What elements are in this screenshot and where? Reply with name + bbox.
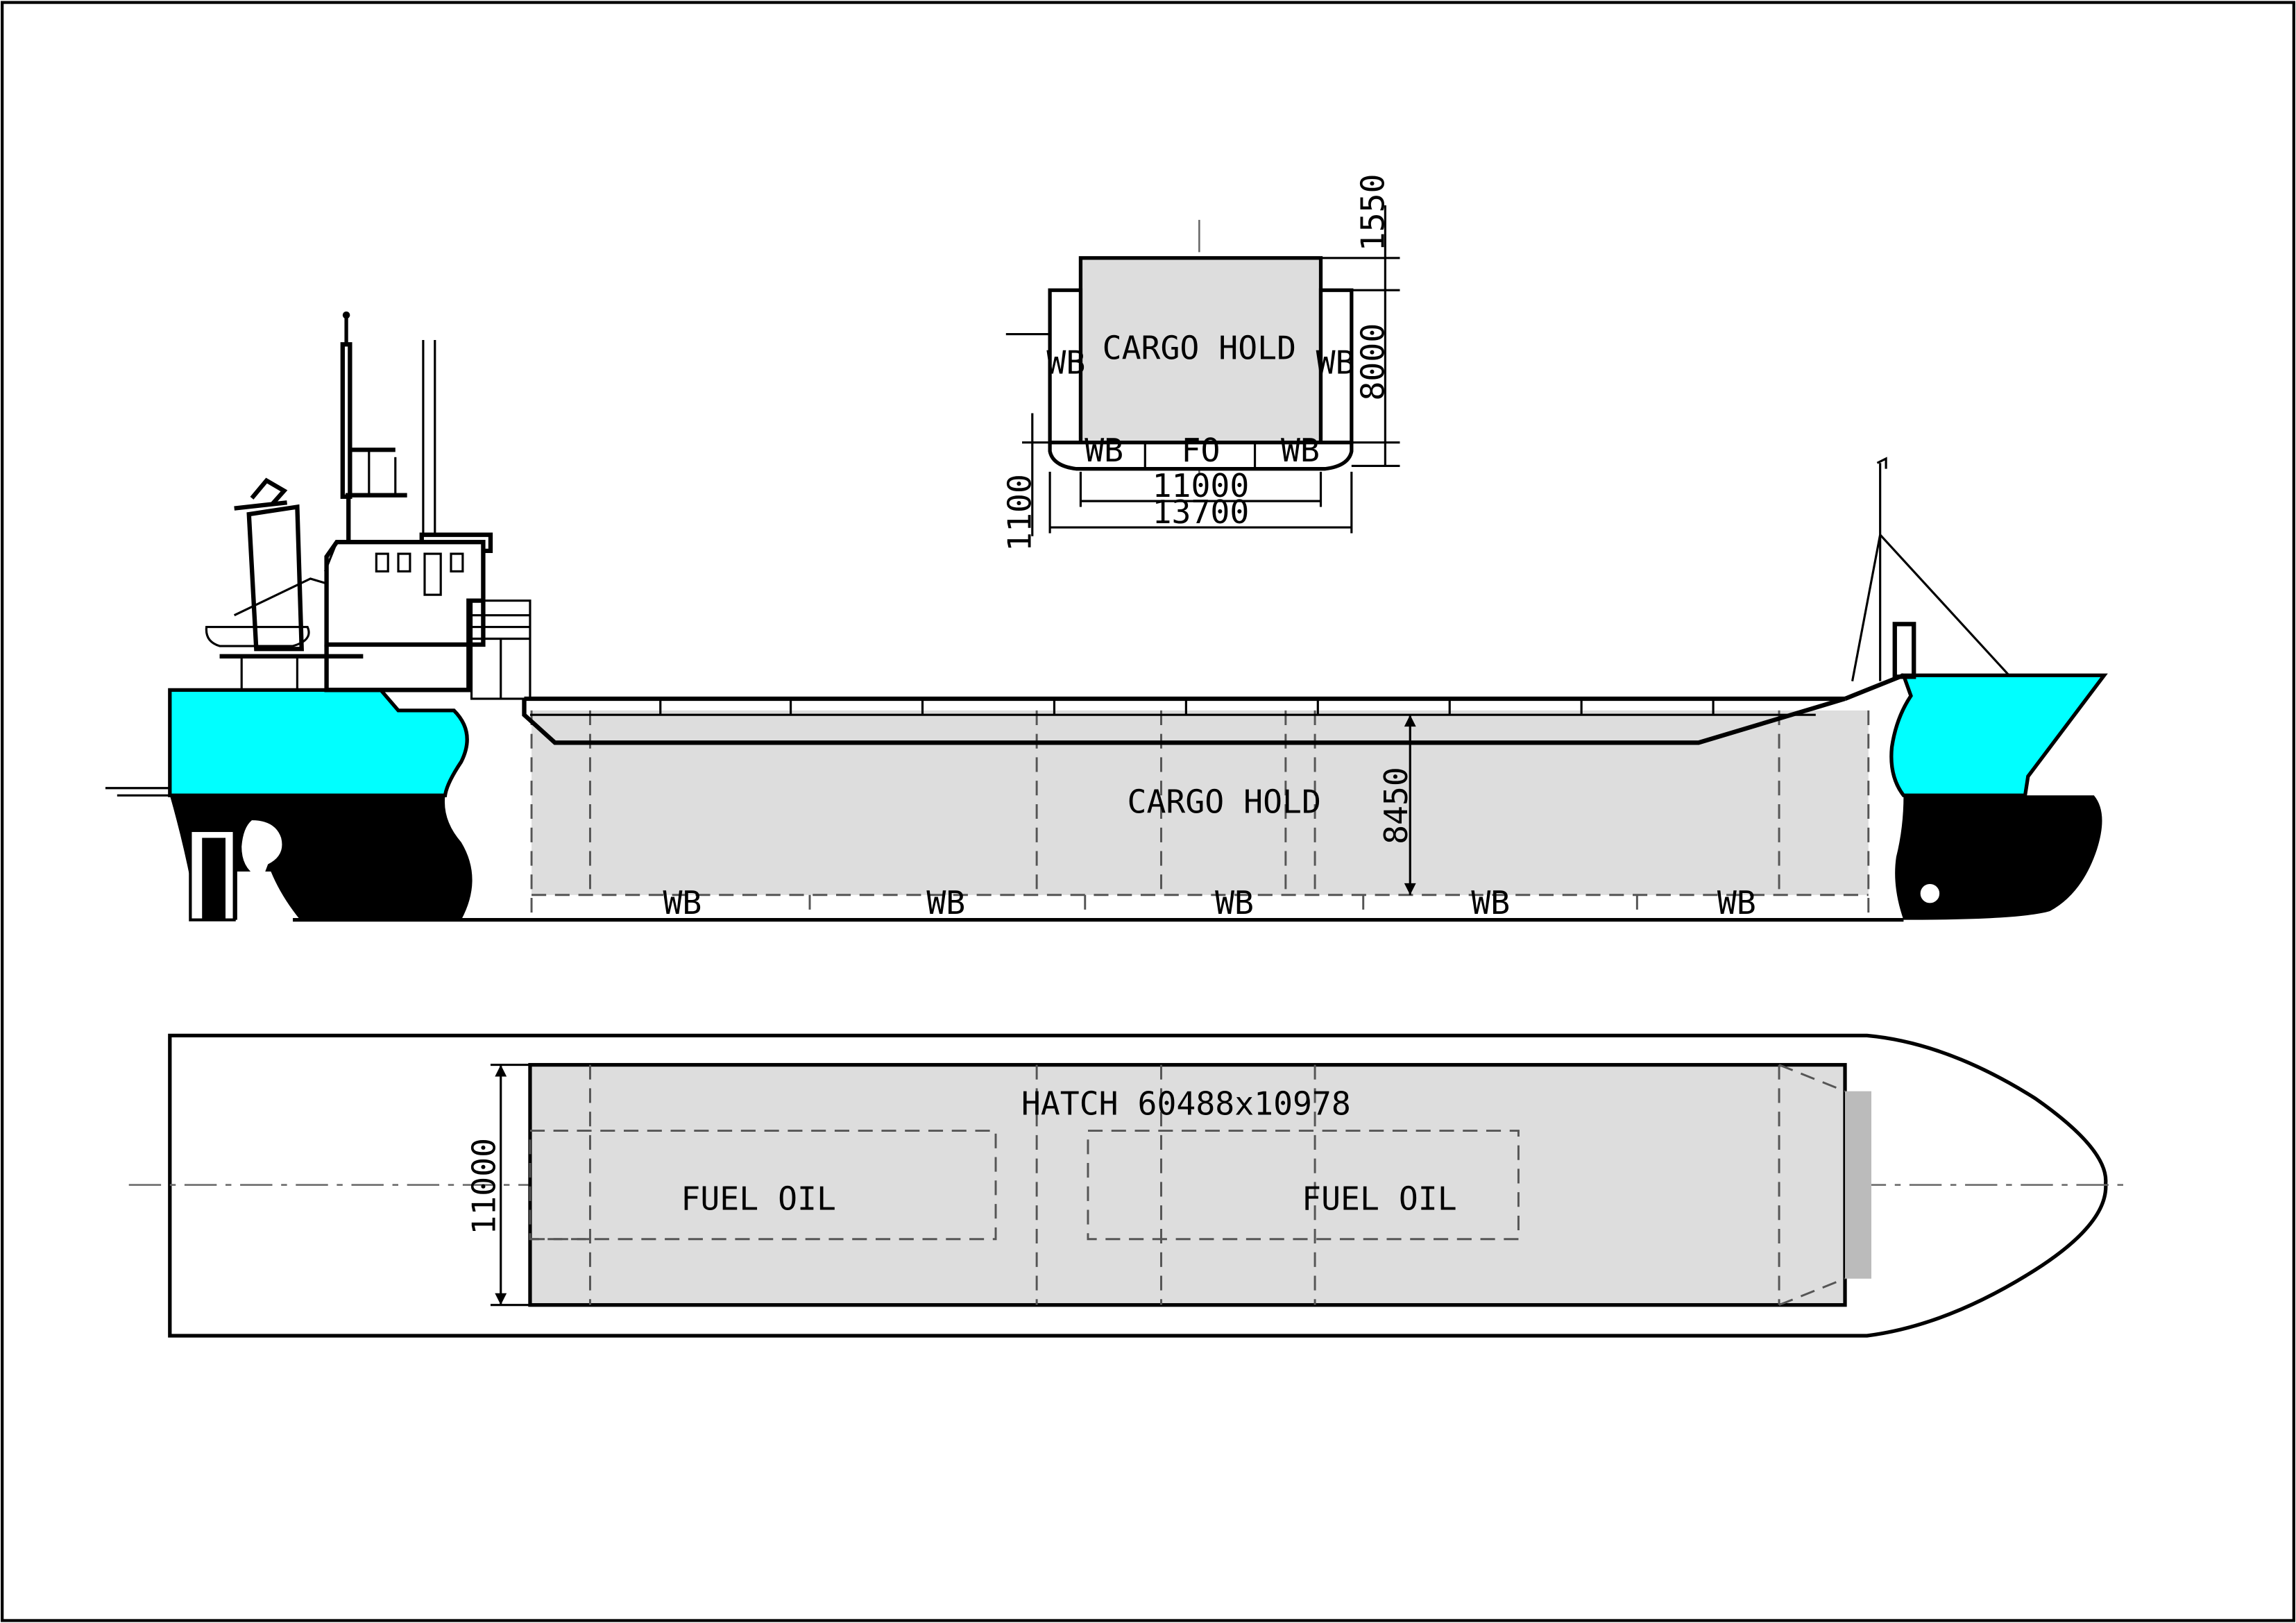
dim-inner-width: 11000 [1153,467,1250,504]
window-3 [450,552,464,572]
hatch-cover-profile [522,696,1846,745]
profile-view: 8450 CARGO HOLD WB WB WB WB WB [105,311,2108,922]
exhaust-pipe [250,477,288,506]
dim-side-height: 8000 [1354,323,1391,401]
main-mast [340,342,352,499]
section-cargo-hold [1078,256,1323,445]
fore-mast-top [1876,457,1887,469]
rudder [202,838,226,920]
section-wb-stbd-label: WB [1316,344,1355,382]
profile-hold-height: 8450 [1377,767,1415,844]
plan-view: HATCH 60488x10978 FUEL OIL FUEL OIL 1100… [128,1033,2131,1338]
dim-arrow-breadth-top [495,1064,507,1077]
dim-coaming-height: 1550 [1354,173,1391,251]
dim-outer-width: 13700 [1153,493,1250,531]
stern-bottom [169,795,473,920]
window-1 [375,552,389,572]
funnel-top [234,500,287,511]
fuel-oil-tank-aft [529,1130,997,1241]
profile-fwd-block [1842,713,1869,743]
forestay [1879,534,2010,677]
plan-hatch [528,1062,1847,1307]
section-db-wb-port-label: WB [1085,432,1123,469]
profile-cargo-hold-label: CARGO HOLD [1128,783,1321,821]
lifeboat [205,626,310,647]
funnel [246,504,304,652]
plan-breadth: 11000 [465,1138,502,1235]
section-db-fo-label: FO [1182,432,1221,469]
profile-wb-3: WB [1215,884,1254,921]
section-double-bottom [1048,441,1354,471]
section-wb-tank-stbd [1318,288,1354,445]
section-cargo-hold-label: CARGO HOLD [1103,329,1296,366]
section-wb-port-label: WB [1046,344,1085,382]
dim-arrow-bottom [1404,883,1416,895]
plan-fuel-oil-fwd-label: FUEL OIL [1302,1180,1457,1218]
davit [233,577,325,617]
section-db-wb-stbd-label: WB [1281,432,1320,469]
stern-topsides [168,688,469,797]
profile-wb-5: WB [1717,884,1756,921]
profile-wb-2: WB [926,884,965,921]
bow-bottom [1895,795,2102,920]
plan-fuel-oil-aft-label: FUEL OIL [681,1180,836,1218]
plan-fwd-block [1845,1091,1872,1279]
dim-arrow-top [1404,715,1416,727]
wheelhouse-lower [324,540,486,647]
wheelhouse-slope [324,541,338,572]
midship-section: CARGO HOLD WB WB WB FO WB 11000 13700 11… [1001,173,1400,552]
door [423,552,442,596]
bow-topsides [1889,673,2108,797]
profile-wb-4: WB [1471,884,1510,921]
plan-hatch-label: HATCH 60488x10978 [1021,1085,1351,1122]
bridge-wing [419,532,493,554]
forecastle-slope [1844,673,1905,701]
propeller-icon [241,820,282,912]
profile-wb-1: WB [663,884,701,921]
backstay [1851,534,1882,681]
bow-thruster-icon [1919,882,1941,905]
hatch-panel-joints [659,699,1715,715]
dim-db-height: 1100 [1001,474,1039,552]
section-wb-tank-port [1048,288,1083,445]
fuel-oil-tank-fwd [1087,1130,1520,1241]
forward-post [1892,622,1916,679]
dim-arrow-breadth-bottom [495,1293,507,1305]
window-2 [397,552,411,572]
